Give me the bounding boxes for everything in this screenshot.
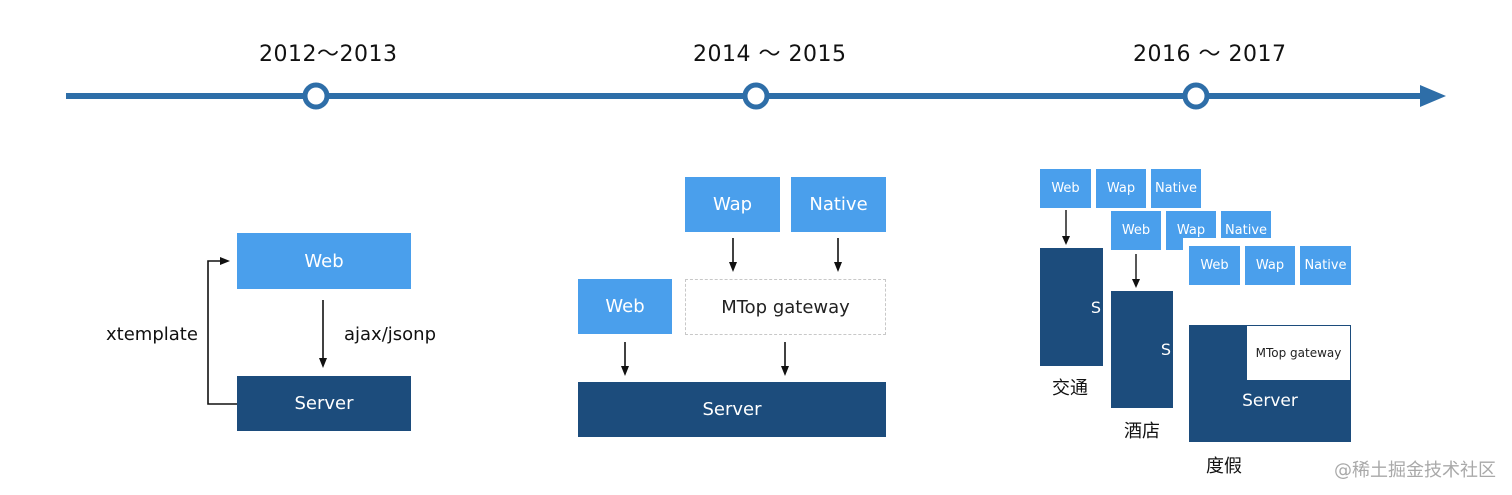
- timeline-node-3: [1182, 82, 1210, 110]
- era-label-1: 2012～2013: [259, 42, 398, 67]
- era3-s3-web-box: Web: [1189, 246, 1240, 285]
- era3-s1-server-partial: S: [1090, 297, 1101, 317]
- era3-s2-server-partial: S: [1160, 340, 1171, 359]
- era3-s1-native-box: Native: [1151, 169, 1201, 208]
- era-label-2: 2014 ～ 2015: [693, 42, 847, 67]
- timeline-node-2: [742, 82, 770, 110]
- era3-s3-caption: 度假: [1206, 456, 1242, 477]
- era1-xtemplate-label: xtemplate: [106, 324, 198, 345]
- era3-s2-caption: 酒店: [1124, 421, 1160, 442]
- era3-s3-gateway-box: MTop gateway: [1247, 326, 1350, 380]
- era3-s1-web-box: Web: [1040, 169, 1091, 208]
- era2-native-box: Native: [791, 177, 886, 232]
- era2-web-box: Web: [578, 279, 672, 334]
- watermark: @稀土掘金技术社区: [1334, 460, 1496, 481]
- era1-server-box: Server: [237, 376, 411, 431]
- era1-web-box: Web: [237, 233, 411, 289]
- era3-s3-server-label: Server: [1242, 391, 1298, 411]
- timeline-node-1: [302, 82, 330, 110]
- timeline-arrowhead: [1420, 85, 1446, 107]
- era3-s3-wap-box: Wap: [1245, 246, 1295, 285]
- era3-s2-server-box: S: [1111, 291, 1173, 408]
- era1-xtemplate-loop: [207, 260, 237, 405]
- era-label-3: 2016 ～ 2017: [1133, 42, 1287, 67]
- era3-s1-server-box: S: [1040, 248, 1103, 366]
- era3-s3-native-box: Native: [1300, 246, 1351, 285]
- era2-server-box: Server: [578, 382, 886, 437]
- era3-s2-web-box: Web: [1111, 211, 1161, 250]
- era2-wap-box: Wap: [685, 177, 780, 232]
- era1-ajax-label: ajax/jsonp: [344, 324, 437, 345]
- era3-s1-caption: 交通: [1052, 378, 1088, 399]
- era3-s1-wap-box: Wap: [1096, 169, 1146, 208]
- era2-gateway-box: MTop gateway: [685, 279, 886, 335]
